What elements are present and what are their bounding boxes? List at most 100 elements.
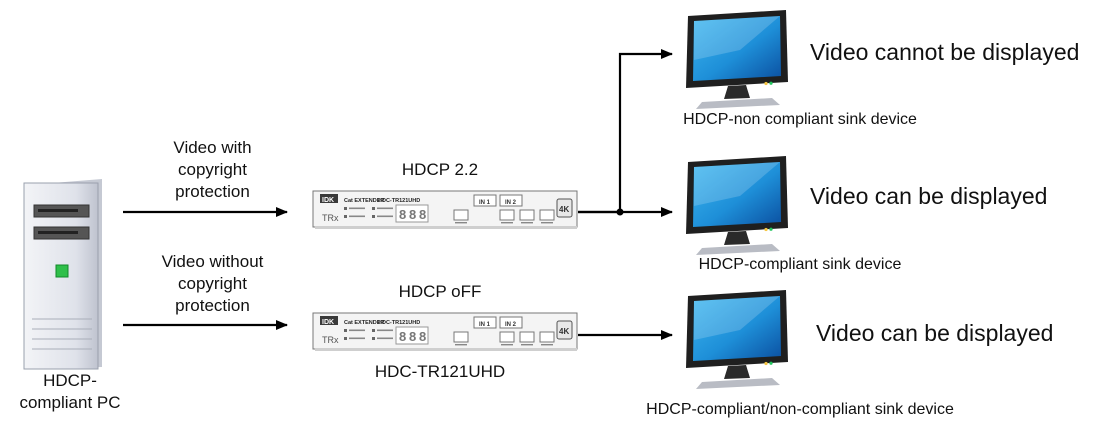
brand-text: IDK <box>322 319 334 326</box>
input-label-top-line2: copyright <box>178 160 247 179</box>
product-line-text: Cat EXTENDER <box>344 320 384 326</box>
panel-button <box>453 209 469 221</box>
status-led-label <box>377 207 393 210</box>
screen-glare <box>694 16 780 60</box>
brand-logo-icon <box>320 316 338 325</box>
input-box-1 <box>473 194 497 207</box>
monitor-screen <box>693 296 781 361</box>
branch-line-to-top-sink <box>578 49 673 214</box>
sink-label-top: HDCP-non compliant sink device <box>683 111 917 128</box>
uhd-badge-text: 4K <box>559 205 569 214</box>
status-led-label <box>349 337 365 340</box>
input-label-top-line1: Video with <box>173 138 252 157</box>
monitor-neck <box>724 231 750 245</box>
brand-logo-icon <box>320 194 338 203</box>
trx-text: TRx <box>322 335 339 345</box>
input-label-bottom-line2: copyright <box>178 274 247 293</box>
extender-model-label: HDC-TR121UHD <box>374 362 506 381</box>
monitor-neck <box>724 365 750 379</box>
input-label-top-line3: protection <box>175 182 250 201</box>
status-led-label <box>349 215 365 218</box>
segment-display <box>395 326 429 345</box>
status-led <box>344 337 347 340</box>
status-led-label <box>349 207 365 210</box>
input-box-1-label: IN 1 <box>479 322 491 328</box>
panel-button-label <box>541 222 553 224</box>
pc-tower-icon <box>23 179 102 370</box>
branch-junction-dot <box>616 208 624 216</box>
status-led <box>344 215 347 218</box>
power-led <box>764 227 768 232</box>
panel-button <box>499 331 515 343</box>
screen-glare <box>694 162 780 206</box>
status-led <box>344 207 347 210</box>
panel-button-label <box>521 344 533 346</box>
power-led <box>764 81 768 86</box>
monitor-base <box>696 244 780 255</box>
monitor-icon <box>686 10 788 109</box>
input-label-top: Video with copyright protection <box>130 137 295 203</box>
panel-button <box>499 209 515 221</box>
panel-button-label <box>455 344 467 346</box>
pc-label-line1: HDCP- <box>43 371 97 390</box>
input-label-bottom-line3: protection <box>175 296 250 315</box>
brand-text: IDK <box>322 197 334 204</box>
input-box-2 <box>499 316 523 329</box>
segment-digit: 8 <box>399 329 406 344</box>
status-led <box>344 329 347 332</box>
panel-button <box>453 331 469 343</box>
input-box-2-label: IN 2 <box>505 200 517 206</box>
status-led <box>769 227 773 231</box>
screen-glare <box>694 296 780 340</box>
input-label-bottom: Video without copyright protection <box>130 251 295 317</box>
trx-text: TRx <box>322 213 339 223</box>
segment-digit: 8 <box>399 207 406 222</box>
input-label-bottom-line1: Video without <box>161 252 264 271</box>
status-led-label <box>377 215 393 218</box>
uhd-badge-icon <box>556 320 573 340</box>
input-box-2 <box>499 194 523 207</box>
panel-button <box>519 209 535 221</box>
monitor-screen <box>693 16 781 81</box>
status-led <box>769 361 773 365</box>
input-box-1-label: IN 1 <box>479 200 491 206</box>
panel-button-label <box>541 344 553 346</box>
panel-button-label <box>501 222 513 224</box>
status-led-label <box>377 337 393 340</box>
segment-digit: 8 <box>419 329 426 344</box>
pc-label-line2: compliant PC <box>19 393 121 412</box>
status-led <box>769 81 773 85</box>
hdcp-mode-bottom: HDCP oFF <box>398 282 482 301</box>
panel-button-label <box>521 222 533 224</box>
panel-button <box>519 331 535 343</box>
monitor-icon <box>686 156 788 255</box>
segment-display <box>395 204 429 223</box>
status-led-label <box>377 329 393 332</box>
monitor-base <box>696 98 780 109</box>
segment-digit: 8 <box>409 329 416 344</box>
segment-digit: 8 <box>419 207 426 222</box>
sink-label-bottom: HDCP-compliant/non-compliant sink device <box>646 401 954 418</box>
panel-model-text: HDC-TR121UHD <box>378 320 420 326</box>
panel-model-text: HDC-TR121UHD <box>378 198 420 204</box>
panel-button <box>539 209 555 221</box>
panel-button-label <box>455 222 467 224</box>
panel-button-label <box>501 344 513 346</box>
sink-status-bottom: Video can be displayed <box>816 320 1054 346</box>
status-led <box>372 215 375 218</box>
monitor-screen <box>693 162 781 227</box>
sink-label-middle: HDCP-compliant sink device <box>698 256 902 273</box>
status-led <box>372 329 375 332</box>
status-led <box>372 207 375 210</box>
monitor-neck <box>724 85 750 99</box>
segment-digit: 8 <box>409 207 416 222</box>
input-box-1 <box>473 316 497 329</box>
status-led <box>372 337 375 340</box>
sink-status-middle: Video can be displayed <box>810 183 1048 209</box>
uhd-badge-icon <box>556 198 573 218</box>
product-line-text: Cat EXTENDER <box>344 198 384 204</box>
sink-status-top: Video cannot be displayed <box>810 39 1080 65</box>
